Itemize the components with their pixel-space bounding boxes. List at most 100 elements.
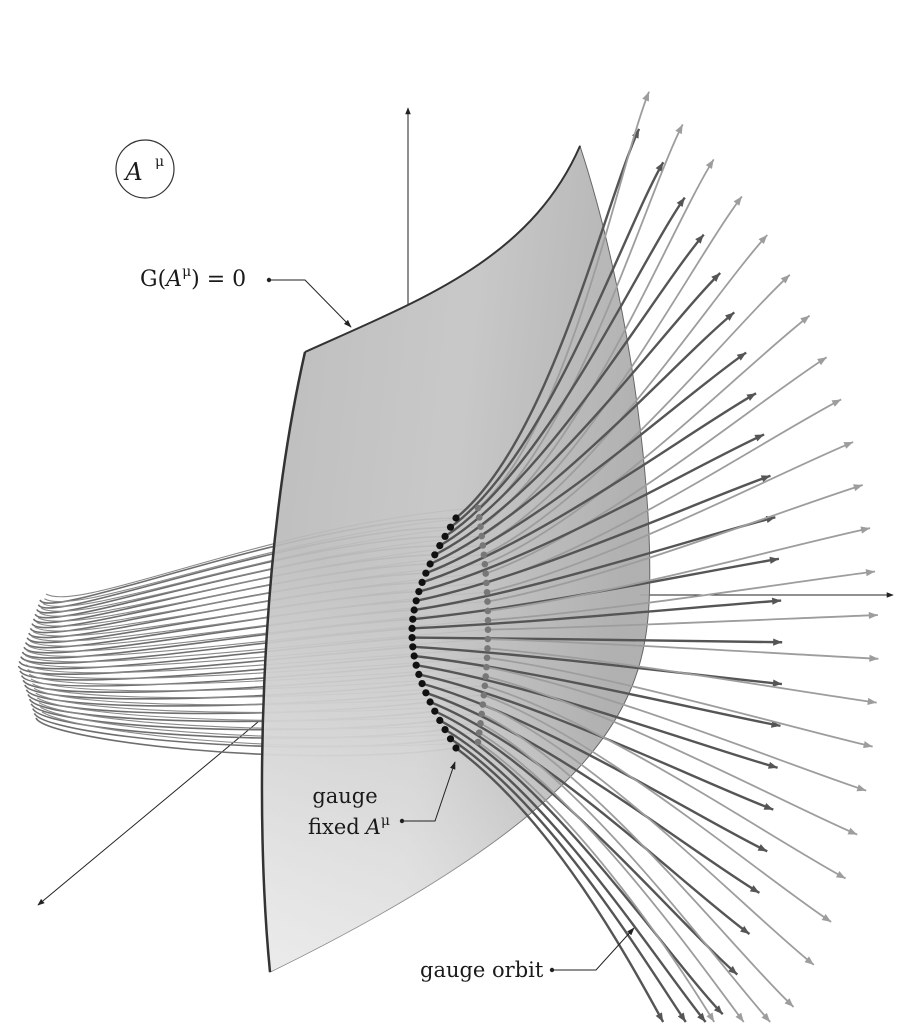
- gauge-fixed-point: [418, 578, 426, 587]
- space-label-sup: μ: [155, 154, 164, 170]
- configuration-space-label: A μ: [115, 139, 175, 199]
- orbit-arrowhead: [697, 1012, 706, 1022]
- surface-left-edge: [260, 351, 307, 973]
- orbit-arrowhead: [677, 1012, 686, 1022]
- orbit-arrowhead: [769, 556, 779, 564]
- orbit-front-curve-light: [487, 527, 871, 612]
- orbit-arrowhead-light: [784, 998, 794, 1007]
- back-intersection-point: [477, 719, 484, 727]
- label-circle: [115, 139, 175, 199]
- orbit-front-curve-light: [486, 666, 867, 792]
- orbit-front-curve-light: [487, 638, 879, 660]
- orbit-front-curve: [415, 664, 778, 769]
- back-intersection-point: [480, 691, 488, 699]
- orbit-arrowhead: [713, 1005, 723, 1015]
- orbit-front-curve-light: [482, 234, 768, 547]
- orbit-front-curve-light: [485, 675, 858, 836]
- orbit-front-curve: [412, 636, 783, 644]
- orbit-front-curve-light: [485, 356, 828, 575]
- orbit-arrowhead-light: [867, 697, 877, 705]
- back-intersection-point: [479, 542, 487, 549]
- orbit-front-curve-light: [483, 694, 832, 923]
- orbit-arrowhead-light: [804, 956, 814, 965]
- orbit-front-curve: [425, 691, 761, 894]
- back-intersection-points: [474, 504, 492, 746]
- gauge-fixed-point: [441, 726, 449, 734]
- orbit-arrowhead: [754, 434, 765, 442]
- orbit-arrowhead: [655, 1012, 664, 1022]
- orbit-arrowhead-light: [868, 611, 878, 620]
- orbit-arrowhead: [749, 885, 760, 893]
- fixed-pointer: [402, 761, 456, 822]
- gauge-fixed-point: [409, 643, 417, 651]
- orbit-arrowhead: [760, 475, 771, 483]
- orbit-arrowhead-light: [847, 827, 858, 835]
- orbit-front-curve: [444, 728, 707, 1023]
- gauge-orbit-label: gauge orbit: [420, 927, 635, 982]
- orbit-arrowhead-light: [761, 1012, 771, 1022]
- orbit-arrowhead: [655, 162, 664, 172]
- orbit-front-curve-light: [484, 314, 811, 565]
- back-intersection-point: [481, 560, 489, 568]
- orbit-arrowhead: [740, 925, 750, 935]
- orbit-arrowhead: [772, 679, 782, 687]
- back-intersection-point: [484, 645, 491, 652]
- depth-axis: [37, 721, 259, 906]
- orbit-arrowhead-light: [865, 569, 876, 577]
- back-intersection-point: [474, 504, 482, 512]
- fixed-label-base: A: [364, 815, 381, 839]
- orbit-front-curve: [421, 682, 768, 853]
- orbit-front-curve: [412, 645, 783, 686]
- back-intersection-point: [484, 626, 492, 633]
- orbit-arrowhead: [771, 597, 782, 605]
- orbit-front-curve: [425, 351, 747, 575]
- orbit-arrowhead: [676, 197, 685, 207]
- orbit-front-curve-light: [482, 703, 815, 966]
- orbit-front-curve-light: [483, 274, 791, 556]
- gauge-fixed-point: [408, 634, 416, 642]
- orbit-arrowhead: [763, 803, 774, 810]
- orbit-arrowhead-light: [733, 196, 742, 206]
- orbit-arrowhead: [728, 965, 738, 975]
- orbit-front-curve-light: [486, 441, 854, 594]
- gauge-fixed-point: [408, 624, 416, 633]
- constraint-sup: μ: [182, 264, 191, 280]
- orbit-front-curve-light: [487, 647, 877, 704]
- orbit-front-curve: [444, 196, 686, 538]
- orbit-arrowhead: [725, 312, 735, 321]
- orbit-arrowhead-light: [642, 91, 650, 102]
- svg-text:A: A: [123, 158, 142, 186]
- back-intersection-point: [482, 673, 490, 680]
- orbit-front-curve: [455, 128, 641, 519]
- orbit-front-curve-light: [481, 713, 795, 1008]
- orbit-front-curve: [421, 392, 757, 584]
- orbit-arrowhead-light: [853, 484, 863, 492]
- gauge-fixed-point: [410, 606, 418, 614]
- fixed-label-sup: μ: [381, 813, 390, 829]
- orbit-arrowhead-light: [800, 315, 810, 324]
- gauge-fixed-point: [436, 542, 444, 550]
- gauge-fixed-point: [409, 615, 417, 623]
- orbit-arrowhead: [711, 272, 721, 282]
- orbit-arrowhead-light: [780, 274, 790, 284]
- back-intersection-point: [483, 588, 491, 596]
- gauge-fixed-point: [422, 569, 430, 577]
- back-intersection-point: [474, 738, 482, 746]
- orbit-front-curve-light: [487, 614, 878, 631]
- orbit-arrowhead-light: [817, 357, 827, 366]
- orbit-front-curve-light: [486, 656, 873, 748]
- back-intersection-point: [478, 710, 485, 718]
- orbit-arrowhead-light: [735, 1012, 744, 1022]
- orbit-arrowhead: [695, 234, 704, 244]
- orbit-front-curve-light: [484, 684, 847, 880]
- back-intersection-point: [480, 551, 488, 559]
- surface-top-edge: [304, 145, 581, 353]
- constraint-suffix: ) = 0: [191, 267, 246, 292]
- back-intersection-point: [483, 579, 490, 587]
- orbit-front-curve: [439, 233, 705, 547]
- back-intersection-point: [481, 682, 489, 690]
- fixed-label-line1: gauge: [312, 784, 377, 808]
- back-intersection-point: [484, 635, 492, 643]
